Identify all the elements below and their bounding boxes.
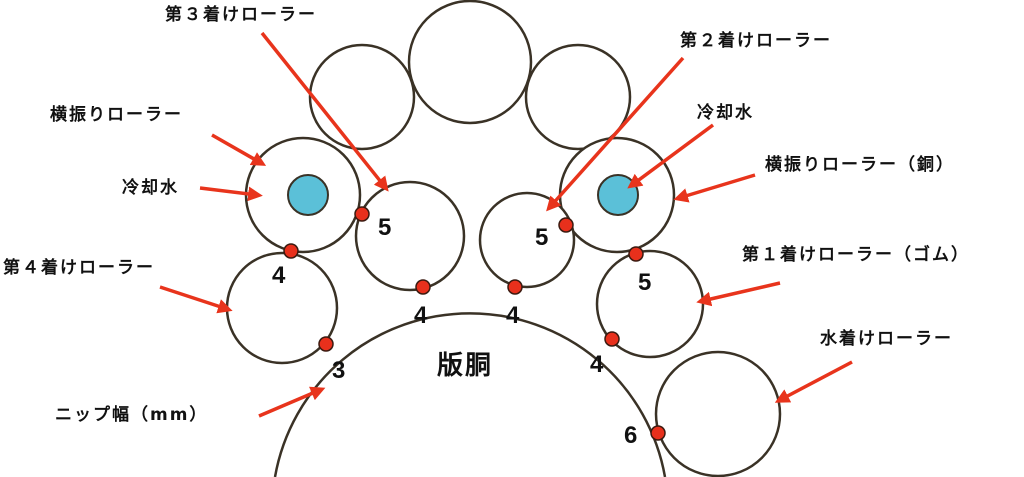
nip-dot-third-plate bbox=[415, 279, 431, 295]
label-nip-width: ニップ幅（mm） bbox=[55, 404, 208, 425]
top-roller-left bbox=[308, 43, 416, 151]
arrow-fourth-form-roller bbox=[159, 285, 233, 314]
plate-cylinder-arc bbox=[273, 312, 667, 477]
cooling-water-right bbox=[597, 174, 639, 216]
arrow-water-form-roller bbox=[774, 360, 853, 403]
nip-dot-water-plate bbox=[650, 425, 666, 441]
label-third-form-roller: 第３着けローラー bbox=[165, 4, 317, 25]
nip-value-water-plate: 6 bbox=[624, 422, 637, 449]
top-roller-center bbox=[407, 0, 533, 125]
label-oscillating-roller-left: 横振りローラー bbox=[50, 104, 183, 125]
label-water-form-roller: 水着けローラー bbox=[820, 328, 953, 349]
label-plate-cylinder: 版胴 bbox=[436, 351, 493, 381]
arrow-nip-width bbox=[258, 386, 326, 418]
arrow-cooling-water-right bbox=[627, 123, 715, 189]
label-cooling-water-right: 冷却水 bbox=[697, 102, 754, 123]
nip-value-osc-right-first: 5 bbox=[638, 269, 651, 296]
third-form-roller bbox=[354, 180, 466, 292]
second-form-roller bbox=[478, 191, 576, 289]
label-cooling-water-left: 冷却水 bbox=[122, 177, 179, 198]
cooling-water-left bbox=[287, 174, 329, 216]
arrow-oscillating-roller-copper bbox=[673, 173, 756, 203]
label-second-form-roller: 第２着けローラー bbox=[680, 30, 832, 51]
nip-value-osc-left-third: 5 bbox=[378, 214, 391, 241]
top-roller-right bbox=[524, 43, 632, 151]
nip-value-second-plate: 4 bbox=[506, 302, 520, 329]
nip-dot-osc-left-third bbox=[354, 206, 370, 222]
arrow-oscillating-roller-left bbox=[211, 133, 267, 166]
water-form-roller bbox=[654, 350, 782, 477]
nip-value-third-plate: 4 bbox=[414, 302, 428, 329]
nip-dot-first-plate bbox=[604, 331, 620, 347]
nip-dot-second-plate bbox=[507, 279, 523, 295]
nip-dot-fourth-plate bbox=[318, 336, 334, 352]
nip-value-osc-left-fourth: 4 bbox=[272, 262, 286, 289]
arrow-second-form-roller bbox=[546, 56, 685, 212]
label-fourth-form-roller: 第４着けローラー bbox=[3, 257, 155, 278]
nip-dot-osc-left-fourth bbox=[283, 243, 299, 259]
arrow-first-form-roller bbox=[696, 281, 781, 307]
arrow-third-form-roller bbox=[260, 31, 389, 192]
nip-dot-osc-right-first bbox=[628, 246, 644, 262]
nip-value-fourth-plate: 3 bbox=[332, 357, 345, 384]
arrow-cooling-water-left bbox=[199, 186, 263, 202]
nip-value-first-plate: 4 bbox=[590, 351, 604, 378]
nip-dot-osc-right-second bbox=[558, 217, 574, 233]
label-first-form-roller-rubber: 第１着けローラー（ゴム） bbox=[742, 244, 970, 265]
nip-value-osc-right-second: 5 bbox=[535, 224, 548, 251]
label-oscillating-roller-copper: 横振りローラー（銅） bbox=[765, 154, 955, 175]
